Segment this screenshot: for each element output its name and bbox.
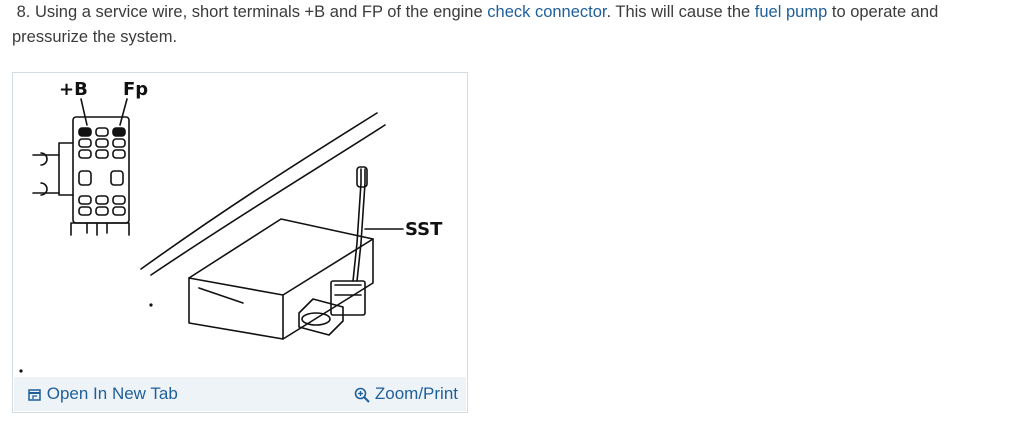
zoom-print-button[interactable]: Zoom/Print	[354, 377, 458, 411]
fender-line-1	[140, 112, 378, 270]
connector-terminals	[78, 127, 126, 216]
engine-box	[188, 218, 374, 340]
figure-container: +B Fp SST Open In New Tab Zoom/Print	[12, 72, 468, 413]
open-in-new-tab-button[interactable]: Open In New Tab	[28, 377, 178, 411]
test-connector	[298, 298, 344, 336]
fender-line-2	[150, 124, 386, 276]
figure-toolbar: Open In New Tab Zoom/Print	[14, 377, 466, 411]
fuel-pump-link[interactable]: fuel pump	[754, 3, 828, 21]
check-connector-diagram: +B Fp SST	[19, 79, 443, 373]
zoom-print-label: Zoom/Print	[374, 384, 458, 403]
step-text-after: to operate and pressurize the system.	[12, 3, 939, 46]
open-new-tab-icon	[28, 388, 41, 401]
step-instruction: 8. Using a service wire, short terminals…	[12, 0, 1012, 50]
label-sst: SST	[405, 219, 443, 240]
step-text-before: Using a service wire, short terminals +B…	[34, 3, 483, 21]
step-number: 8.	[16, 3, 31, 21]
magnifier-plus-icon	[354, 387, 370, 403]
service-wire	[352, 168, 362, 282]
check-connector-link[interactable]: check connector	[487, 3, 607, 21]
label-fp: Fp	[123, 79, 148, 100]
label-plus-b: +B	[59, 79, 88, 100]
step-text-middle: . This will cause the	[606, 3, 751, 21]
open-in-new-tab-label: Open In New Tab	[46, 384, 178, 403]
connector-mount-bracket	[58, 142, 74, 196]
